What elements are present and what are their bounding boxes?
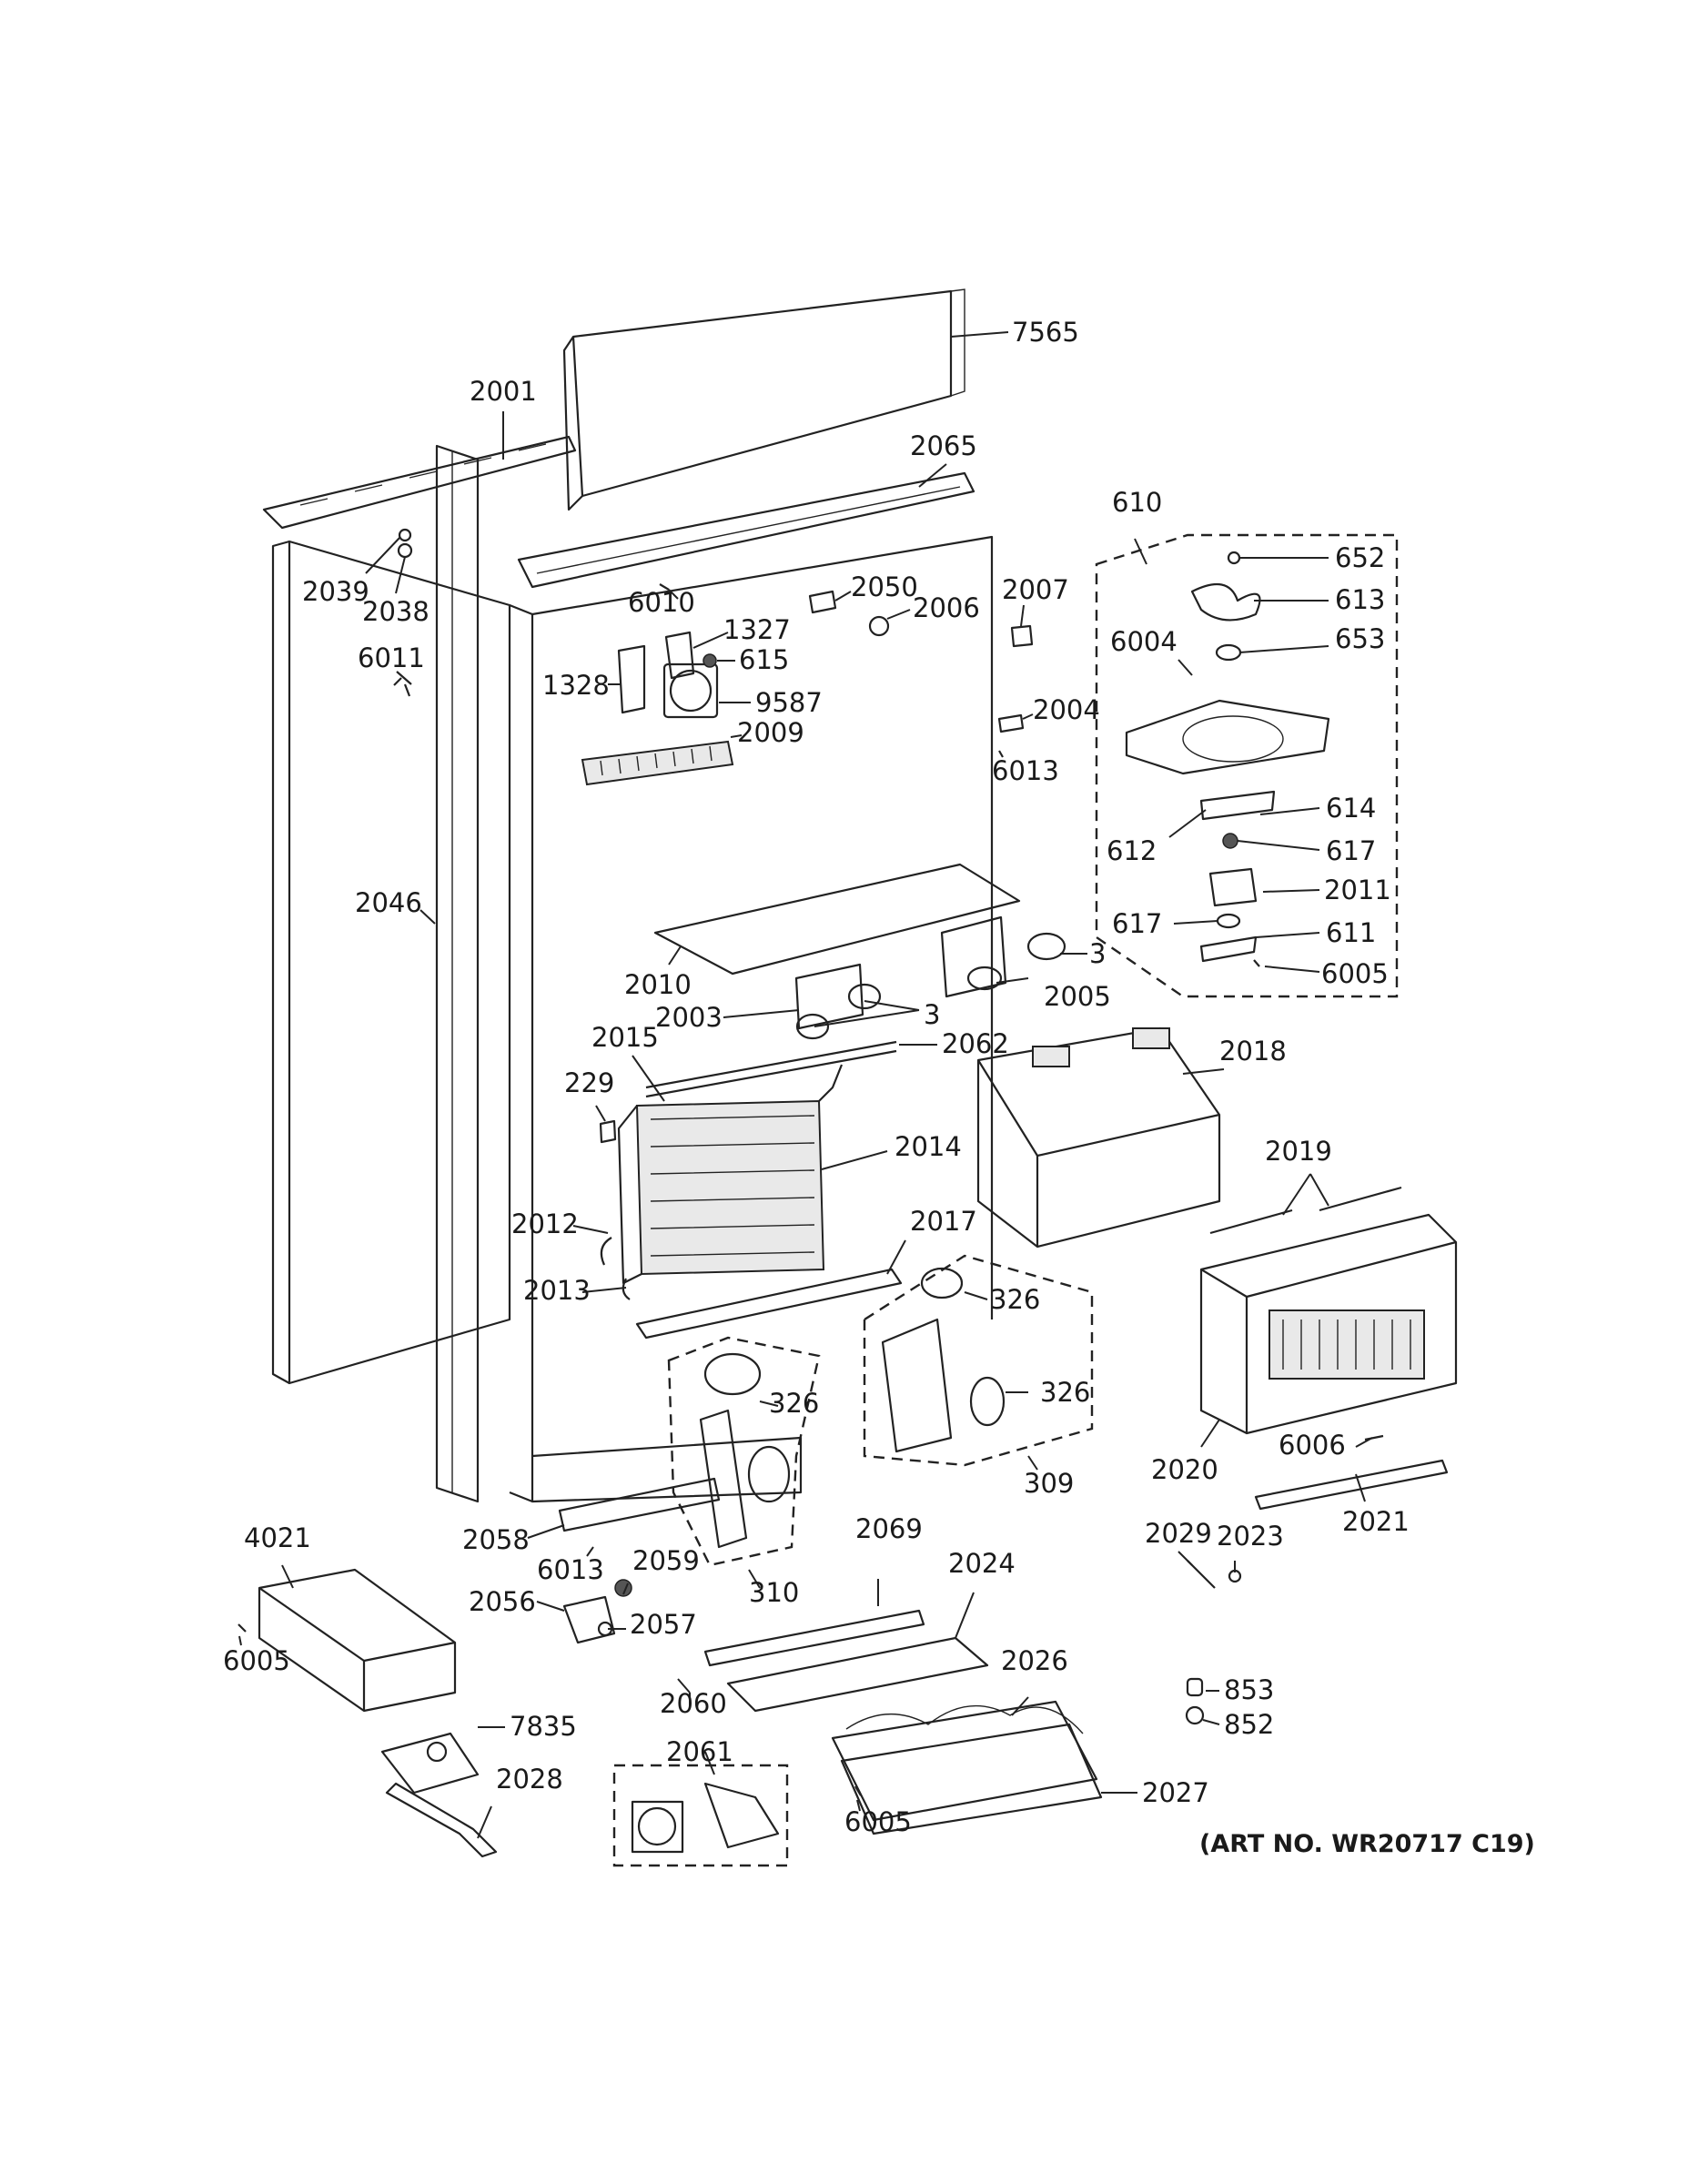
callout-2028: 2028 [496, 1764, 563, 1795]
callout-2058: 2058 [462, 1524, 530, 1555]
callout-2010: 2010 [624, 969, 692, 1000]
callout-326-mid: 326 [769, 1388, 819, 1419]
callout-2029: 2029 [1145, 1518, 1212, 1549]
callout-labels: 7565 2001 2065 610 652 613 653 6004 2039… [223, 317, 1535, 1858]
callout-2065: 2065 [910, 430, 977, 461]
callout-2005: 2005 [1044, 981, 1111, 1012]
callout-2007: 2007 [1002, 574, 1069, 605]
callout-2021: 2021 [1342, 1506, 1410, 1537]
callout-853: 853 [1224, 1674, 1274, 1705]
callout-2050: 2050 [851, 571, 918, 602]
callout-310: 310 [749, 1577, 799, 1608]
callout-229: 229 [564, 1067, 614, 1098]
callout-2013: 2013 [523, 1275, 591, 1306]
callout-326-right: 326 [1040, 1377, 1090, 1408]
callout-615: 615 [739, 644, 789, 675]
callout-2019: 2019 [1265, 1136, 1332, 1167]
callout-2039: 2039 [302, 576, 369, 607]
callout-6006: 6006 [1279, 1430, 1346, 1461]
callout-2060: 2060 [660, 1688, 727, 1719]
callout-309: 309 [1024, 1468, 1074, 1499]
callout-2062: 2062 [942, 1028, 1009, 1059]
callout-2001: 2001 [470, 376, 537, 407]
callout-2038: 2038 [362, 596, 430, 627]
callout-2015: 2015 [591, 1022, 659, 1053]
callout-2018: 2018 [1219, 1036, 1287, 1067]
callout-2012: 2012 [511, 1208, 579, 1239]
callout-614: 614 [1326, 793, 1376, 824]
callout-6005-bottom: 6005 [844, 1806, 912, 1837]
callout-2023: 2023 [1217, 1521, 1284, 1552]
callout-3-right: 3 [1089, 938, 1106, 969]
callout-613: 613 [1335, 584, 1385, 615]
callout-617-upper: 617 [1326, 835, 1376, 866]
callout-326-top: 326 [990, 1284, 1040, 1315]
callout-2003: 2003 [655, 1002, 723, 1033]
art-number: (ART NO. WR20717 C19) [1199, 1830, 1535, 1858]
callout-7565: 7565 [1012, 317, 1079, 348]
callout-2006: 2006 [913, 592, 980, 623]
callout-2017: 2017 [910, 1206, 977, 1237]
callout-2004: 2004 [1033, 694, 1100, 725]
callout-6005-left: 6005 [223, 1645, 290, 1676]
callout-1327: 1327 [723, 614, 791, 645]
callout-2014: 2014 [895, 1131, 962, 1162]
callout-6010: 6010 [628, 587, 695, 618]
callout-2020: 2020 [1151, 1454, 1218, 1485]
callout-1328: 1328 [542, 670, 610, 701]
part-drawings [238, 288, 1458, 1867]
callout-653: 653 [1335, 623, 1385, 654]
callout-6011: 6011 [358, 642, 425, 673]
callout-2061: 2061 [666, 1736, 733, 1767]
callout-6004: 6004 [1110, 626, 1178, 657]
callout-2057: 2057 [630, 1609, 697, 1640]
callout-2024: 2024 [948, 1548, 1016, 1579]
callout-2059: 2059 [632, 1545, 700, 1576]
callout-2027: 2027 [1142, 1777, 1209, 1808]
callout-2046: 2046 [355, 887, 422, 918]
callout-610: 610 [1112, 487, 1162, 518]
callout-7835: 7835 [510, 1711, 577, 1742]
callout-652: 652 [1335, 542, 1385, 573]
callout-2069: 2069 [855, 1513, 923, 1544]
callout-611: 611 [1326, 917, 1376, 948]
callout-2011: 2011 [1324, 875, 1391, 905]
callout-6013-upper: 6013 [992, 755, 1059, 786]
callout-2026: 2026 [1001, 1645, 1068, 1676]
callout-3-center: 3 [924, 999, 940, 1030]
callout-4021: 4021 [244, 1522, 311, 1553]
callout-852: 852 [1224, 1709, 1274, 1740]
leader-lines [238, 331, 1373, 1839]
callout-612: 612 [1107, 835, 1157, 866]
callout-2009: 2009 [737, 717, 804, 748]
callout-6013-lower: 6013 [537, 1554, 604, 1585]
callout-6005-right: 6005 [1321, 958, 1389, 989]
callout-9587: 9587 [755, 687, 823, 718]
callout-2056: 2056 [469, 1586, 536, 1617]
callout-617-lower: 617 [1112, 908, 1162, 939]
